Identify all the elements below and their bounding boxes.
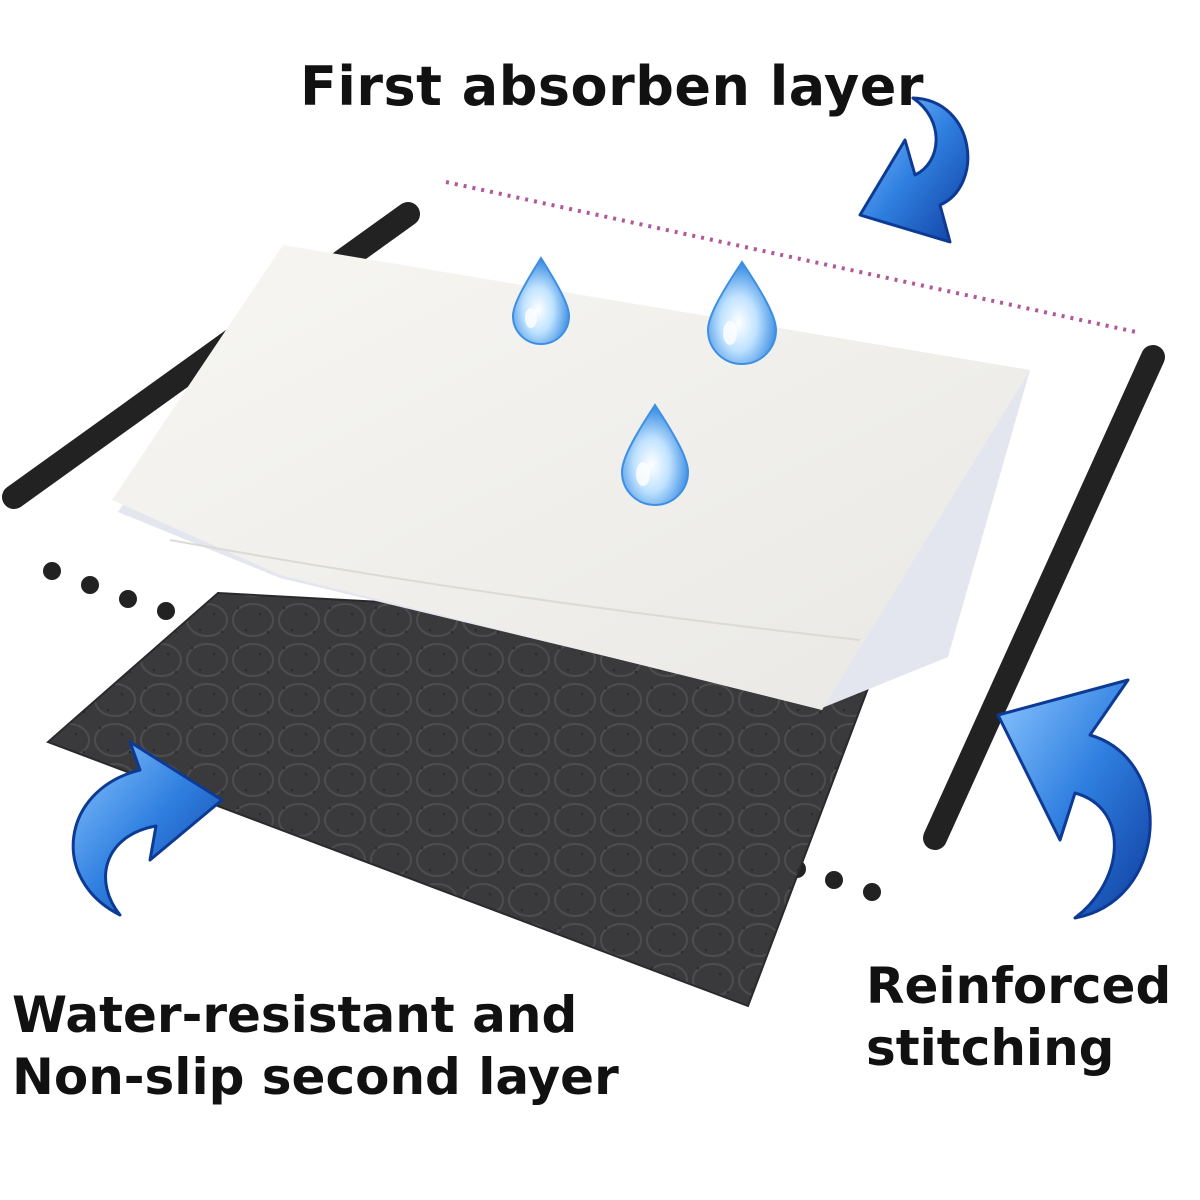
curved-arrow-icon: [858, 96, 970, 244]
absorbent-layer: [112, 245, 1030, 710]
stitch-bar-right: [923, 345, 1165, 850]
label-second-layer-line2: Non-slip second layer: [12, 1048, 619, 1106]
label-second-layer-line1: Water-resistant and: [12, 986, 578, 1044]
water-drop-icon: [706, 260, 778, 365]
dotted-stitch-left: [43, 562, 175, 620]
curved-arrow-icon: [996, 678, 1152, 920]
dotted-stitch-top: [445, 180, 1137, 334]
water-drop-icon: [511, 256, 571, 345]
absorbent-layer-seam: [169, 539, 861, 641]
label-second-layer: Water-resistant and Non-slip second laye…: [12, 984, 619, 1108]
label-first-layer: First absorben layer: [300, 55, 925, 118]
dotted-stitch-right: [788, 860, 881, 901]
water-drop-icon: [620, 403, 690, 506]
label-stitching-line1: Reinforced: [866, 957, 1172, 1015]
curved-arrow-icon: [71, 740, 224, 917]
label-stitching: Reinforced stitching: [866, 955, 1171, 1079]
label-stitching-line2: stitching: [866, 1019, 1115, 1077]
